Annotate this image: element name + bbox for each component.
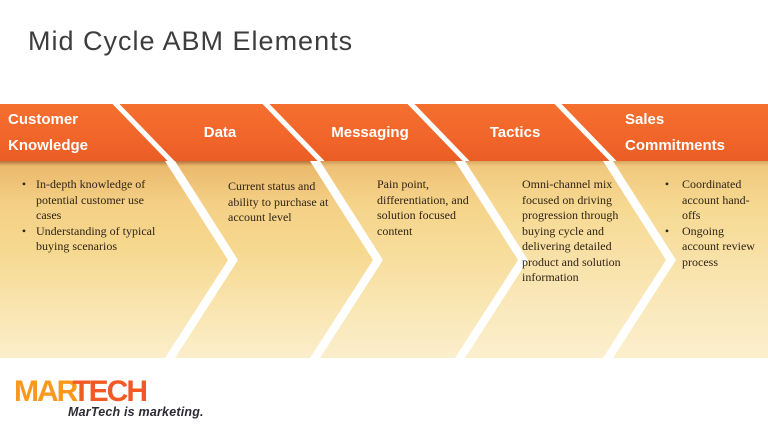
stage-header-line: Customer [8,111,79,128]
stage-header-data: Data [160,104,280,161]
martech-logo: MARTECH [14,375,148,408]
stage-header-line: Messaging [331,123,409,141]
bullet-item: Coordinated account hand-offs [652,177,762,224]
bullet-icon [12,177,36,224]
bullet-icon [12,224,36,255]
logo-tagline: MarTech is marketing. [68,405,204,419]
stage-header-sales-commitments: Sales Commitments [625,107,765,159]
stage-content-customer-knowledge: In-depth knowledge of potential customer… [12,177,172,255]
bullet-icon [652,177,682,224]
stage-header-customer-knowledge: Customer Knowledge [8,107,148,159]
stage-content-tactics: Omni-channel mix focused on driving prog… [522,177,621,284]
stage-content-sales-commitments: Coordinated account hand-offs Ongoing ac… [652,177,762,270]
bullet-item: Understanding of typical buying scenario… [12,224,172,255]
stage-header-line: Knowledge [8,137,89,154]
bullet-text: Ongoing account review process [682,223,755,269]
logo-text-tech: TECH [72,375,148,408]
bullet-icon [652,224,682,271]
stage-content-data: Current status and ability to purchase a… [228,179,329,224]
slide-title: Mid Cycle ABM Elements [28,26,354,56]
bullet-text: Understanding of typical buying scenario… [36,223,156,254]
stage-band: Customer Knowledge Data Messaging Tactic… [0,104,768,161]
bullet-text: In-depth knowledge of potential customer… [36,177,146,222]
stage-header-line: Commitments [625,137,726,154]
chevron-body: In-depth knowledge of potential customer… [0,161,768,358]
bullet-text: Coordinated account hand-offs [682,177,750,222]
bullet-item: Ongoing account review process [652,224,762,271]
logo-text-mar: MAR [14,375,78,408]
bullet-item: In-depth knowledge of potential customer… [12,177,172,224]
stage-header-line: Data [203,123,237,141]
stage-content-messaging: Pain point, differentiation, and solutio… [377,177,469,238]
stage-header-line: Tactics [489,123,541,141]
stage-header-tactics: Tactics [455,104,575,161]
stage-header-messaging: Messaging [310,104,430,161]
stage-header-line: Sales [625,111,665,128]
